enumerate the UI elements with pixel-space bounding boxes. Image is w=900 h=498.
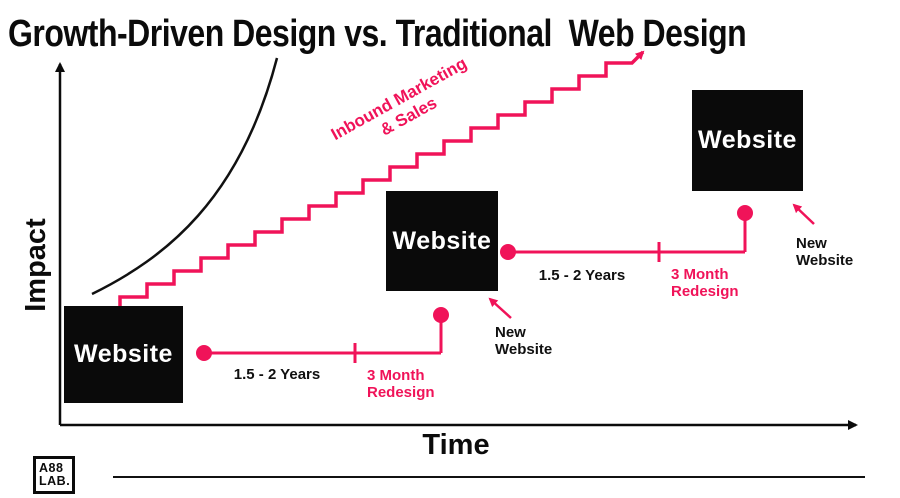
website-box-2-label: Website <box>392 226 492 255</box>
timeline-2-redesign-line1: 3 Month <box>671 266 729 283</box>
website-box-1-label: Website <box>74 340 173 368</box>
timeline-2-wait-label: 1.5 - 2 Years <box>538 267 626 284</box>
new-website-annotation-1-line1: New <box>495 324 526 341</box>
website-box-3: Website <box>692 90 803 191</box>
timeline-1-wait-label: 1.5 - 2 Years <box>233 366 321 383</box>
timeline-1-redesign-line2: Redesign <box>367 384 435 401</box>
timeline-2-redesign-line2: Redesign <box>671 283 739 300</box>
timeline-1 <box>196 307 449 363</box>
timeline-1-redesign-line1: 3 Month <box>367 367 425 384</box>
a88lab-logo-line2: LAB. <box>39 474 71 488</box>
timeline-2 <box>500 205 753 262</box>
timeline-2-redesign-label: 3 Month Redesign <box>671 266 739 300</box>
page-title: Growth-Driven Design vs. Traditional Web… <box>8 12 747 55</box>
new-website-annotation-2: New Website <box>796 235 853 269</box>
website-box-3-label: Website <box>698 126 797 154</box>
new-website-arrow-2 <box>792 203 815 225</box>
exponential-growth-curve <box>91 57 279 296</box>
timeline-1-redesign-label: 3 Month Redesign <box>367 367 435 401</box>
timeline-2-end-dot <box>737 205 753 221</box>
new-website-annotation-2-line2: Website <box>796 252 854 269</box>
new-website-annotation-2-line1: New <box>796 235 827 252</box>
a88lab-logo-line1: A88 <box>39 461 64 475</box>
new-website-annotation-1: New Website <box>495 324 552 358</box>
timeline-1-end-dot <box>433 307 449 323</box>
growth-driven-staircase-line <box>118 50 645 309</box>
y-axis-label: Impact <box>20 218 52 312</box>
website-box-2: Website <box>386 191 498 291</box>
website-box-1: Website <box>64 306 183 403</box>
new-website-arrow-1 <box>488 297 512 319</box>
a88lab-logo: A88 LAB. <box>33 456 75 494</box>
x-axis-label: Time <box>422 429 490 461</box>
new-website-annotation-1-line2: Website <box>495 341 553 358</box>
